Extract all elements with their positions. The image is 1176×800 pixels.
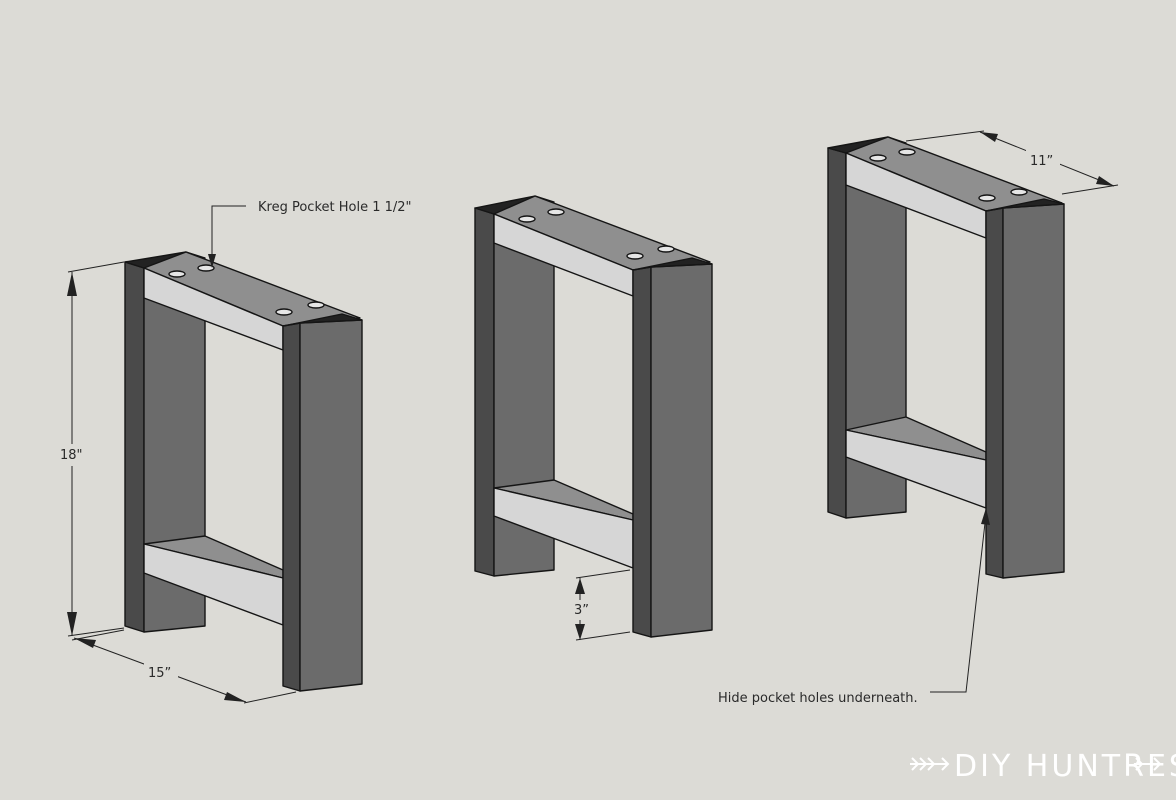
height-label: 18" bbox=[60, 448, 83, 463]
height-dimension: 18" bbox=[56, 261, 125, 637]
depth-label: 11” bbox=[1030, 154, 1053, 169]
bottom-stretcher bbox=[845, 416, 987, 509]
table-leg-frame-1: 18" 15” Kreg Pocket Hole 1 1/2" bbox=[56, 200, 412, 704]
watermark-text: DIY HUNTRESS bbox=[954, 749, 1176, 784]
table-leg-frame-3: 11” Hide pocket holes underneath. bbox=[718, 130, 1119, 706]
top-rail bbox=[493, 195, 711, 297]
stretcher-offset-label: 3” bbox=[574, 603, 589, 618]
front-leg bbox=[985, 198, 1065, 579]
stretcher-offset-dimension: 3” bbox=[570, 569, 631, 641]
width-dimension: 15” bbox=[71, 629, 297, 704]
table-leg-frame-2: 3” bbox=[474, 195, 713, 641]
arrow-left-icon bbox=[910, 757, 950, 771]
hide-holes-callout: Hide pocket holes underneath. bbox=[718, 508, 990, 706]
pocket-hole-callout: Kreg Pocket Hole 1 1/2" bbox=[208, 200, 412, 268]
front-leg bbox=[282, 313, 363, 692]
watermark: DIY HUNTRESS bbox=[910, 749, 1176, 784]
front-leg bbox=[632, 257, 713, 638]
pocket-hole-label: Kreg Pocket Hole 1 1/2" bbox=[258, 200, 412, 215]
width-label: 15” bbox=[148, 666, 171, 681]
top-rail bbox=[143, 251, 361, 351]
depth-dimension: 11” bbox=[905, 130, 1119, 195]
arrow-right-icon bbox=[1134, 757, 1162, 771]
hide-holes-label: Hide pocket holes underneath. bbox=[718, 691, 918, 706]
